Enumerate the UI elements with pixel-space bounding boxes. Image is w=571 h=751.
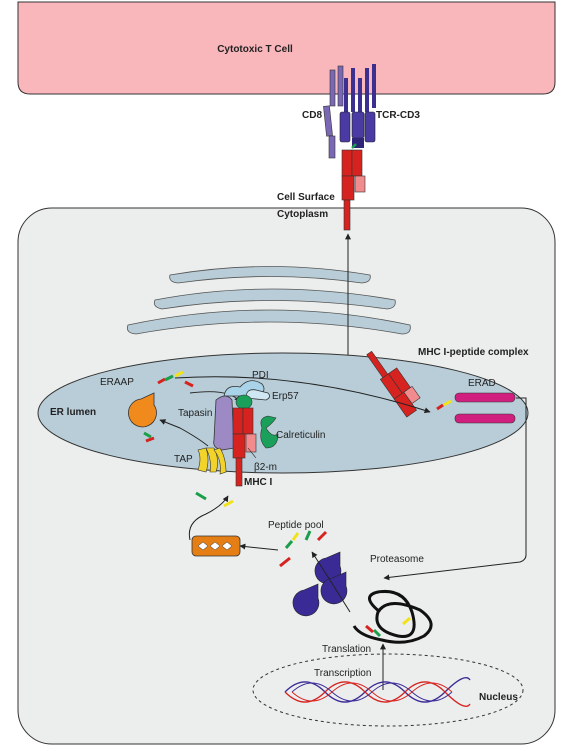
dna-helix [284, 677, 471, 707]
tap-transporter [197, 447, 227, 475]
mhc-peptide-complex [366, 350, 421, 418]
endoplasmic-reticulum [37, 352, 529, 474]
peptide-fragment [174, 370, 184, 378]
peptide-fragment [195, 491, 207, 501]
proteasome-label: Proteasome [370, 554, 424, 565]
peptide-fragment [164, 374, 174, 382]
ribosome-to-tap-arrow [188, 495, 229, 541]
peptide-fragment [143, 431, 152, 439]
mhc1-label: MHC I [244, 477, 273, 488]
tap-label: TAP [174, 454, 193, 465]
translation-label: Translation [322, 644, 371, 655]
calreticulin-label: Calreticulin [276, 430, 325, 441]
tapasin-binding-site [235, 394, 253, 410]
peptide-fragment [145, 436, 155, 443]
peptide-fragment [316, 530, 328, 542]
eraap-enzyme [128, 392, 157, 428]
peptide-fragment [184, 380, 194, 388]
peptide-fragment [284, 540, 294, 549]
peptide-fragment [365, 624, 374, 634]
erad-peptide-red [436, 403, 444, 411]
peptide-fragment [402, 616, 411, 626]
cytoplasm-label: Cytoplasm [277, 209, 328, 220]
erad-label: ERAD [468, 378, 496, 389]
mhc-surface [341, 149, 366, 231]
mhc-peptide-complex-label: MHC I-peptide complex [418, 347, 529, 358]
proteasome-cluster [292, 551, 348, 617]
peptide-fragment [372, 628, 382, 638]
tapasin-label: Tapasin [178, 408, 212, 419]
cd8-coreceptor [323, 65, 344, 159]
pool-to-ribosome-arrow [239, 543, 279, 551]
ribosome-translocon [191, 535, 241, 557]
pdi-label: PDI [252, 370, 269, 381]
erad-channel [454, 392, 516, 424]
golgi-apparatus [126, 266, 411, 335]
cd8-label: CD8 [302, 110, 322, 121]
peptide-loading-arrow [174, 376, 431, 414]
peptide-fragment [291, 532, 300, 541]
calreticulin-protein [260, 415, 279, 449]
peptide-fragment [304, 530, 312, 541]
erp57-protein [245, 389, 270, 401]
transcription-label: Transcription [314, 668, 371, 679]
erad-peptide-yellow [443, 399, 452, 407]
degradation-arrow [311, 551, 351, 613]
peptide-fragment [157, 377, 166, 385]
nucleus-label: Nucleus [479, 692, 518, 703]
peptide-pool-label: Peptide pool [268, 520, 324, 531]
cell-surface-label: Cell Surface [277, 192, 335, 203]
protein-substrate [352, 589, 433, 644]
erad-to-proteasome-arrow [383, 397, 527, 581]
er-lumen-label: ER lumen [50, 407, 96, 418]
tap-to-er-arrow [159, 419, 209, 447]
b2m-pointer [247, 447, 257, 459]
peptide-fragment [223, 499, 234, 508]
erp57-label: Erp57 [272, 391, 299, 402]
t-cell-label: Cytotoxic T Cell [217, 44, 293, 55]
tcr-cd3-complex [339, 64, 376, 149]
peptide-fragment [279, 556, 291, 568]
tcr-cd3-label: TCR-CD3 [376, 110, 420, 121]
eraap-label: ERAAP [100, 377, 134, 388]
b2m-label: β2-m [254, 462, 277, 473]
tapasin-protein [213, 395, 235, 451]
presenting-cell-body [17, 207, 556, 745]
t-cell-body [17, 1, 556, 95]
nucleus [252, 653, 524, 727]
